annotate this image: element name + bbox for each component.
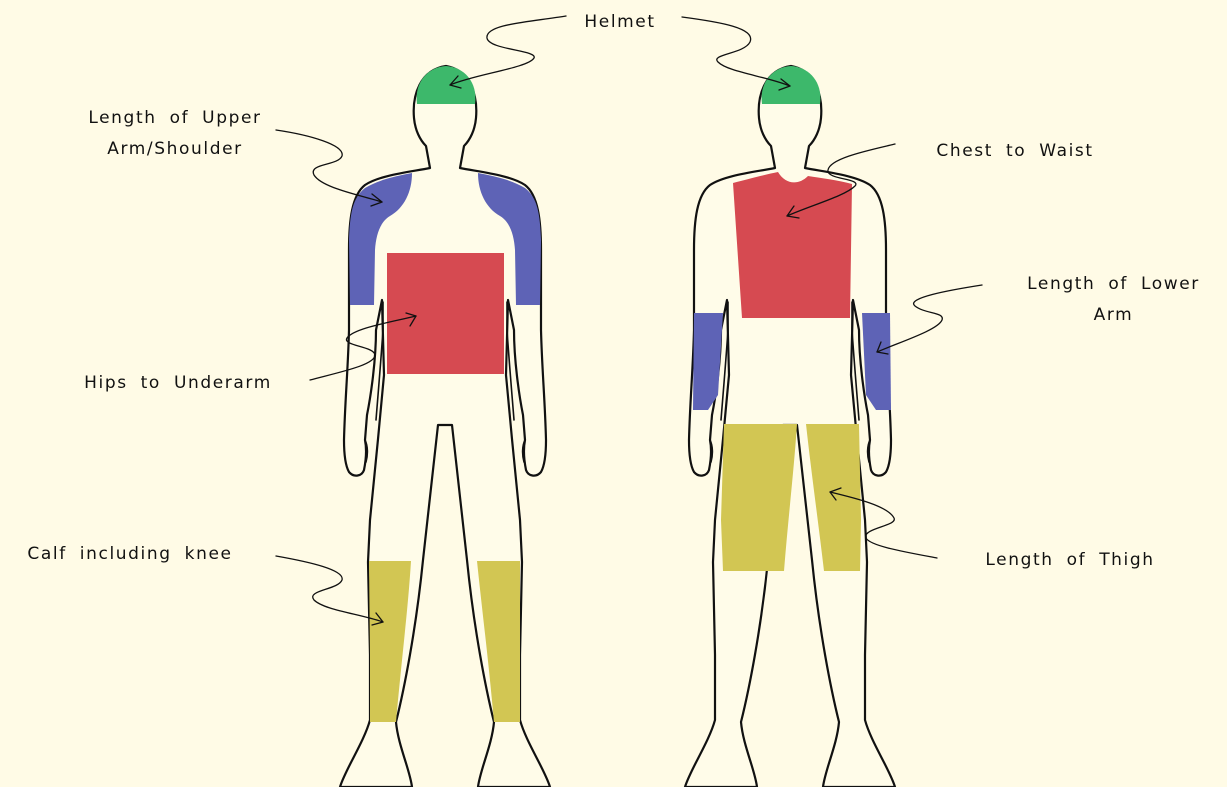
right-helmet <box>762 66 821 104</box>
right-lower-arm-right <box>862 313 891 410</box>
calf-label: Calf including knee <box>0 539 260 570</box>
lower-arm-label-line2: Arm <box>1000 300 1227 331</box>
right-torso <box>733 172 852 318</box>
right-lower-arm-left <box>693 313 723 410</box>
lower-arm-label-line1: Length of Lower <box>1000 269 1227 300</box>
thigh-label: Length of Thigh <box>955 545 1185 576</box>
upper-arm-label-line1: Length of Upper <box>55 103 295 134</box>
calf-arrow <box>276 556 383 625</box>
hips-label: Hips to Underarm <box>58 368 298 399</box>
lower-arm-label: Length of Lower Arm <box>1000 269 1227 331</box>
helmet-label: Helmet <box>560 7 680 38</box>
upper-arm-label: Length of Upper Arm/Shoulder <box>55 103 295 165</box>
upper-arm-label-line2: Arm/Shoulder <box>55 134 295 165</box>
left-figure <box>340 66 550 787</box>
right-thigh-left <box>721 424 797 571</box>
chest-label: Chest to Waist <box>900 136 1130 167</box>
lower-arm-arrow <box>877 285 982 354</box>
left-helmet <box>417 66 476 104</box>
left-torso <box>387 253 504 374</box>
right-figure <box>685 66 895 787</box>
